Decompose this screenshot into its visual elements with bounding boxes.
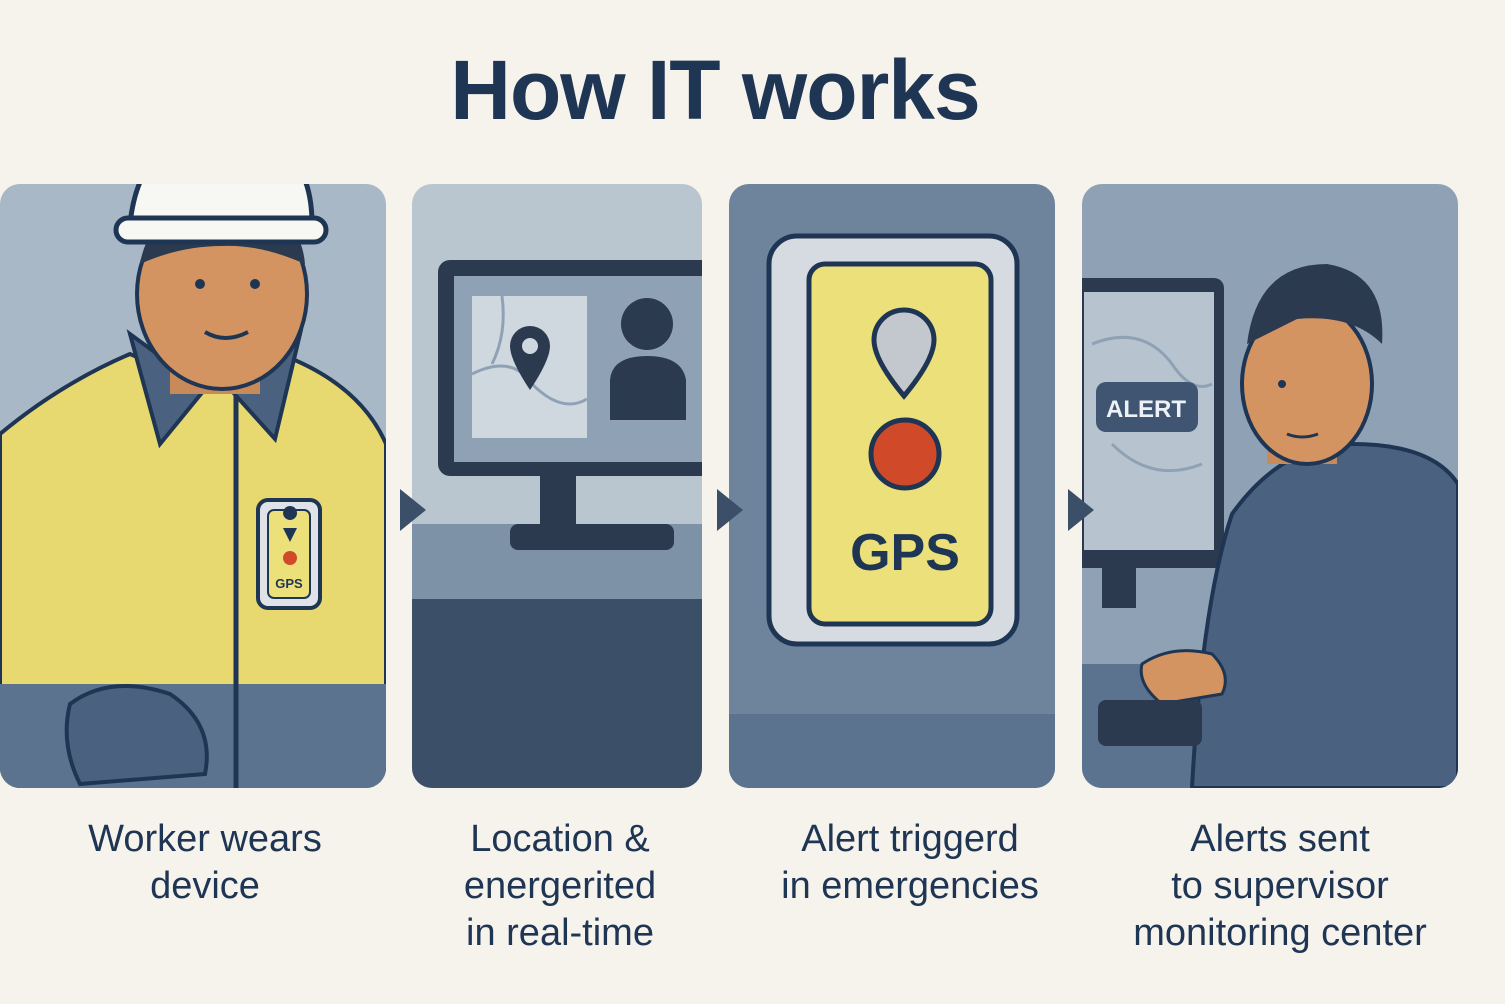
caption-line: device bbox=[150, 865, 260, 907]
caption-line: Alerts sent bbox=[1190, 818, 1370, 860]
screen-alert-label: ALERT bbox=[1106, 396, 1186, 423]
caption-line: energerited bbox=[463, 865, 657, 907]
caption-line: in emergencies bbox=[781, 865, 1039, 907]
wearable-gps-device: GPS bbox=[256, 498, 322, 610]
caption-line: in real-time bbox=[466, 912, 654, 954]
step-4-caption: Alerts sent to supervisor monitoring cen… bbox=[1090, 816, 1470, 957]
supervisor-illustration: ALERT bbox=[1082, 184, 1458, 788]
location-pin-icon bbox=[871, 307, 937, 400]
location-pin-icon bbox=[283, 506, 298, 542]
step-3-caption: Alert triggerd in emergencies bbox=[720, 816, 1100, 910]
monitor-icon: ALERT bbox=[1082, 278, 1224, 608]
step-1-panel: GPS bbox=[0, 184, 386, 788]
caption-line: Worker wears bbox=[88, 818, 322, 860]
emergency-button-icon bbox=[868, 417, 942, 491]
monitor-illustration bbox=[412, 184, 702, 788]
supervisor-icon bbox=[1098, 264, 1458, 788]
caption-line: Location & bbox=[470, 818, 650, 860]
hard-hat-icon bbox=[113, 184, 329, 245]
step-3-panel: GPS bbox=[729, 184, 1055, 788]
person-icon bbox=[610, 298, 686, 420]
worker-device-label: GPS bbox=[275, 576, 303, 591]
worker-illustration: GPS bbox=[0, 184, 386, 788]
chevron-right-icon bbox=[715, 487, 745, 533]
chevron-right-icon bbox=[398, 487, 428, 533]
caption-line: to supervisor bbox=[1171, 865, 1389, 907]
caption-line: monitoring center bbox=[1133, 912, 1427, 954]
alert-device-illustration: GPS bbox=[729, 184, 1055, 788]
step-4-panel: ALERT bbox=[1082, 184, 1458, 788]
step-1-caption: Worker wears device bbox=[20, 816, 390, 910]
step-2-caption: Location & energerited in real-time bbox=[380, 816, 740, 957]
map-pin-icon bbox=[510, 326, 550, 390]
step-2-panel bbox=[412, 184, 702, 788]
page-title: How IT works bbox=[450, 43, 980, 137]
alert-button-icon bbox=[283, 551, 297, 565]
alert-device-label: GPS bbox=[850, 524, 960, 582]
caption-line: Alert triggerd bbox=[801, 818, 1019, 860]
chevron-right-icon bbox=[1066, 487, 1096, 533]
